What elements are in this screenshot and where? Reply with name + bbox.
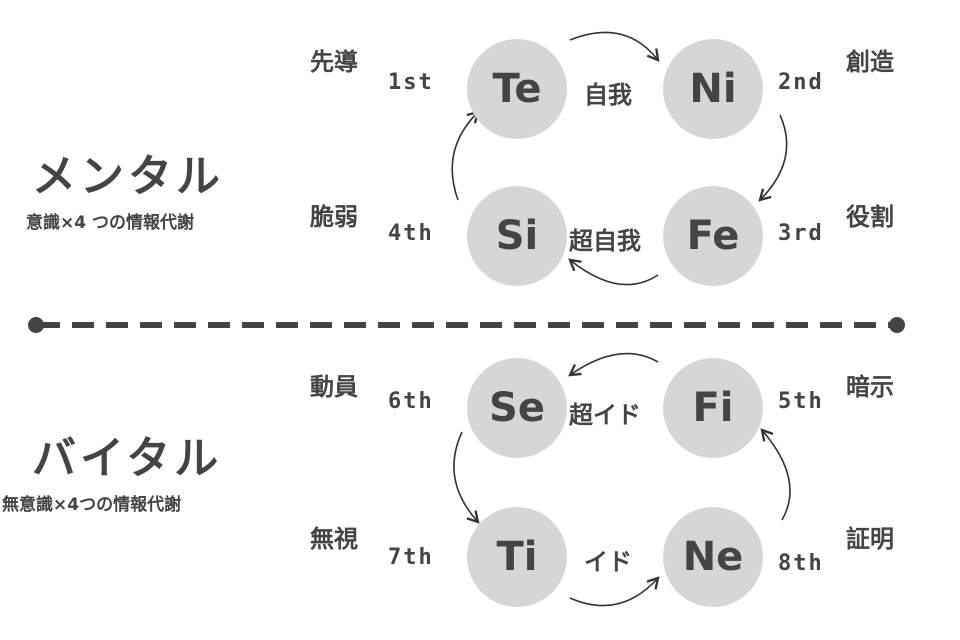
- arrow-fe-to-si: [568, 258, 659, 286]
- role-fi: 暗示: [846, 373, 894, 401]
- arrow-te-to-ni: [569, 31, 660, 62]
- function-si: Si: [467, 186, 567, 286]
- function-si-label: Si: [495, 213, 539, 259]
- role-ti: 無視: [310, 525, 358, 553]
- function-fe-label: Fe: [686, 213, 740, 259]
- rank-te: 1st: [388, 70, 434, 95]
- role-si: 脆弱: [310, 203, 358, 231]
- link-label-superego: 超自我: [569, 227, 641, 255]
- vital-title: バイタル: [32, 433, 223, 484]
- arrow-ti-to-ne: [569, 576, 660, 607]
- link-label-ego: 自我: [584, 81, 632, 109]
- rank-fe: 3rd: [778, 221, 824, 246]
- function-ti: Ti: [467, 507, 567, 607]
- function-ne: Ne: [663, 507, 763, 607]
- arrow-ni-to-fe: [758, 114, 788, 202]
- arrow-se-to-ti: [453, 431, 480, 524]
- divider-dot-right: [889, 317, 905, 333]
- rank-fi: 5th: [778, 389, 824, 414]
- arrow-si-to-te: [451, 110, 480, 201]
- role-ne: 証明: [846, 525, 894, 553]
- function-ni-label: Ni: [689, 66, 737, 112]
- divider-dot-left: [28, 317, 44, 333]
- function-ti-label: Ti: [496, 534, 538, 580]
- function-te: Te: [467, 39, 567, 139]
- mental-subtitle: 意識×4 つの情報代謝: [26, 213, 194, 233]
- vital-subtitle: 無意識×4つの情報代謝: [2, 495, 182, 515]
- rank-se: 6th: [388, 389, 434, 414]
- rank-ti: 7th: [388, 545, 434, 570]
- function-ni: Ni: [663, 39, 763, 139]
- function-fi-label: Fi: [692, 385, 734, 431]
- rank-si: 4th: [388, 221, 434, 246]
- function-ne-label: Ne: [682, 534, 744, 580]
- arrow-ne-to-fi: [760, 428, 791, 521]
- function-te-label: Te: [492, 66, 542, 112]
- link-label-superid: 超イド: [569, 401, 641, 429]
- role-se: 動員: [310, 373, 358, 401]
- rank-ni: 2nd: [778, 70, 824, 95]
- mental-title: メンタル: [32, 151, 224, 202]
- role-ni: 創造: [846, 48, 894, 76]
- role-fe: 役割: [846, 203, 894, 231]
- role-te: 先導: [310, 48, 358, 76]
- function-fe: Fe: [663, 186, 763, 286]
- rank-ne: 8th: [778, 551, 824, 576]
- function-se-label: Se: [489, 385, 545, 431]
- arrow-fi-to-se: [568, 352, 659, 377]
- link-label-id: イド: [584, 548, 632, 576]
- function-fi: Fi: [663, 358, 763, 458]
- function-se: Se: [467, 358, 567, 458]
